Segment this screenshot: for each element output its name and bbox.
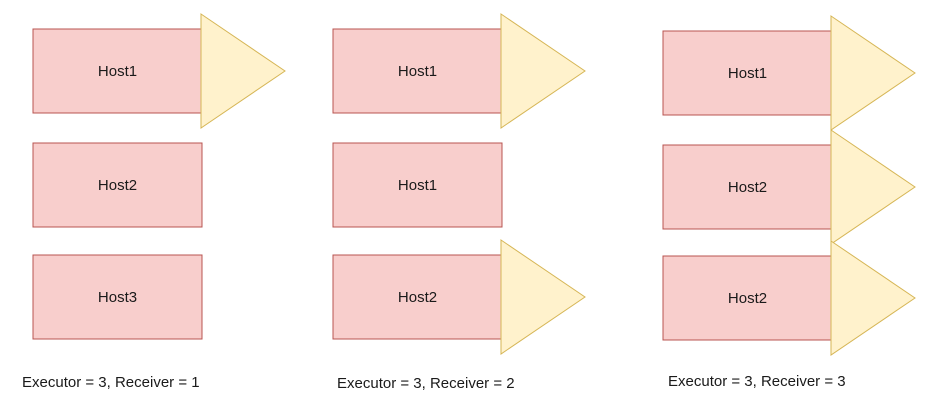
host-label: Host2	[728, 179, 767, 196]
host-node: Host2	[662, 129, 916, 245]
host-node: Host1	[32, 13, 286, 129]
host-node: Host2	[32, 142, 203, 228]
host-box	[332, 28, 503, 114]
host-label: Host1	[398, 177, 437, 194]
host-box	[332, 254, 503, 340]
host-node: Host1	[662, 15, 916, 131]
receiver-triangle	[830, 240, 916, 356]
host-label: Host1	[728, 65, 767, 82]
host-label: Host2	[398, 289, 437, 306]
host-node: Host3	[32, 254, 203, 340]
panel-caption: Executor = 3, Receiver = 1	[22, 374, 200, 391]
receiver-triangle	[500, 13, 586, 129]
host-box	[32, 254, 203, 340]
host-box	[662, 30, 833, 116]
host-node: Host2	[662, 240, 916, 356]
receiver-triangle	[500, 239, 586, 355]
receiver-triangle	[830, 129, 916, 245]
host-box	[32, 28, 203, 114]
host-label: Host1	[98, 63, 137, 80]
host-label: Host2	[98, 177, 137, 194]
host-label: Host2	[728, 290, 767, 307]
host-label: Host1	[398, 63, 437, 80]
host-box	[32, 142, 203, 228]
host-box	[662, 144, 833, 230]
host-box	[662, 255, 833, 341]
host-node: Host2	[332, 239, 586, 355]
host-node: Host1	[332, 142, 503, 228]
host-box	[332, 142, 503, 228]
panel-caption: Executor = 3, Receiver = 3	[668, 373, 846, 390]
host-node: Host1	[332, 13, 586, 129]
host-label: Host3	[98, 289, 137, 306]
receiver-triangle	[830, 15, 916, 131]
receiver-triangle	[200, 13, 286, 129]
panel-caption: Executor = 3, Receiver = 2	[337, 375, 515, 392]
